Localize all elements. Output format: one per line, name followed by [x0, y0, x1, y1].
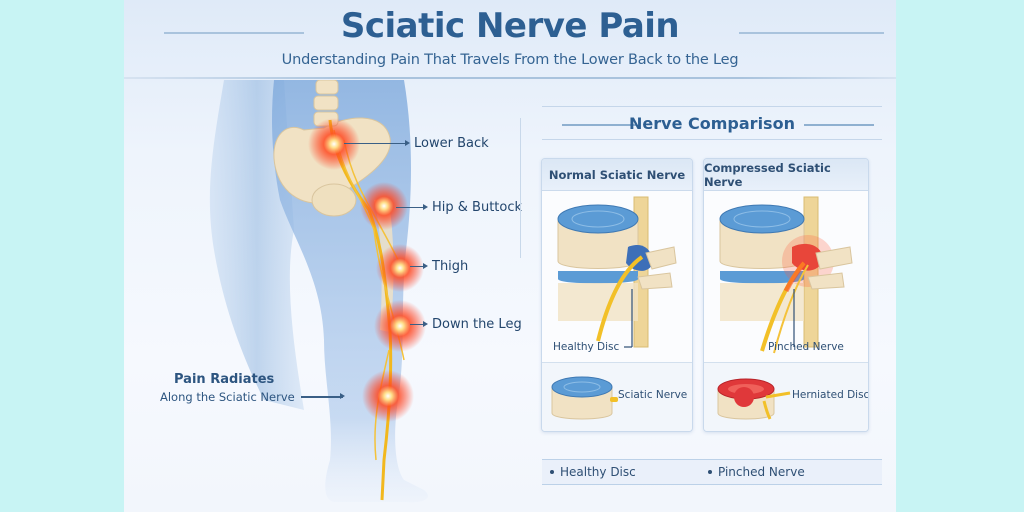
disc-detail: Sciatic Nerve [542, 363, 692, 431]
title-divider-left [164, 32, 304, 34]
card-header: Normal Sciatic Nerve [542, 159, 692, 191]
compressed-nerve-card: Compressed Sciatic Nerve Pinched Nerve [703, 158, 869, 432]
callout-label: Hip & Buttock [432, 200, 523, 215]
pinched-spine-illustration: Pinched Nerve [704, 191, 868, 363]
header-divider [124, 77, 896, 79]
disc-detail: Herniated Disc [704, 363, 868, 431]
arrow-icon [410, 263, 428, 268]
radiates-subtitle: Along the Sciatic Nerve [160, 390, 295, 404]
leg-body-icon [209, 79, 428, 503]
legend-label: Pinched Nerve [718, 465, 805, 479]
callout-label: Lower Back [414, 136, 489, 151]
legend-item-healthy-disc: Healthy Disc [550, 465, 636, 479]
section-divider [520, 118, 521, 258]
callout-label: Down the Leg [432, 317, 522, 332]
callout-down-the-leg: Down the Leg [410, 317, 522, 332]
legend-bar: Healthy Disc Pinched Nerve [542, 459, 882, 485]
pinched-disc-icon [719, 196, 853, 354]
healthy-spine-illustration: Healthy Disc [542, 191, 692, 363]
page-subtitle: Understanding Pain That Travels From the… [281, 52, 739, 68]
leg-anatomy-illustration: Lower Back Hip & Buttock Thigh Down the … [184, 79, 522, 512]
arrow-icon [344, 140, 410, 145]
legend-label: Healthy Disc [560, 465, 636, 479]
legend-item-pinched-nerve: Pinched Nerve [708, 465, 805, 479]
title-row: Sciatic Nerve Pain [124, 6, 896, 52]
pain-radiates-callout: Pain Radiates Along the Sciatic Nerve [160, 372, 360, 404]
infographic-panel: Sciatic Nerve Pain Understanding Pain Th… [124, 0, 896, 512]
callout-hip-buttock: Hip & Buttock [396, 200, 522, 215]
bullet-icon [550, 470, 554, 474]
arrow-icon [396, 204, 428, 209]
healthy-disc-icon [557, 196, 677, 348]
radiates-title: Pain Radiates [174, 372, 275, 387]
rule-bottom [542, 139, 882, 140]
radiates-subtitle-row: Along the Sciatic Nerve [160, 390, 360, 404]
rule-top [542, 106, 882, 107]
bottom-label: Herniated Disc [792, 389, 869, 401]
dash-left [562, 124, 637, 126]
comparison-title: Nerve Comparison [629, 114, 795, 133]
herniated-disc-closeup-icon [717, 378, 791, 420]
healthy-disc-closeup-icon [551, 376, 618, 420]
bottom-label: Sciatic Nerve [618, 389, 688, 401]
callout-thigh: Thigh [410, 259, 468, 274]
arrow-icon [300, 394, 345, 399]
arrow-icon [410, 321, 428, 326]
page-title: Sciatic Nerve Pain [340, 6, 680, 46]
callout-lower-back: Lower Back [344, 136, 489, 151]
normal-nerve-card: Normal Sciatic Nerve Healthy Disc [541, 158, 693, 432]
illustration-label: Pinched Nerve [768, 341, 844, 353]
dash-right [804, 124, 874, 126]
callout-label: Thigh [432, 259, 469, 274]
card-header: Compressed Sciatic Nerve [704, 159, 868, 191]
bullet-icon [708, 470, 712, 474]
comparison-header: Nerve Comparison [542, 106, 882, 140]
title-divider-right [739, 32, 884, 34]
illustration-label: Healthy Disc [553, 341, 620, 353]
